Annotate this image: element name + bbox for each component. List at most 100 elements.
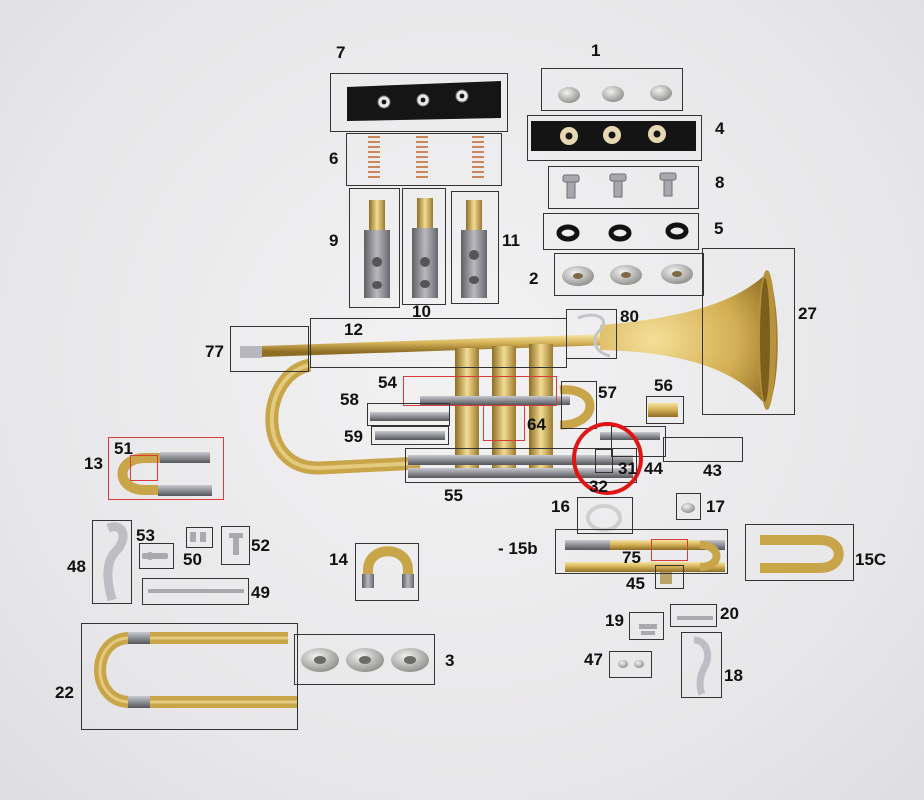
- label-19: 19: [605, 611, 624, 630]
- label-77: 77: [205, 342, 224, 361]
- part-box-20: [670, 604, 717, 627]
- nut-part-17: [681, 503, 695, 513]
- label-44: 44: [644, 459, 663, 478]
- label-64: 64: [527, 415, 546, 434]
- valve-springs-part-6: [368, 136, 484, 178]
- label-58: 58: [340, 390, 359, 409]
- part-box-64: [483, 405, 525, 441]
- part-box-9: [349, 188, 400, 308]
- felt-washers-part-4: [531, 121, 696, 151]
- rod-part-49: [148, 589, 244, 593]
- screws-part-8: [562, 172, 677, 199]
- label-14: 14: [329, 550, 348, 569]
- part-box-50: [186, 527, 213, 548]
- label-12: 12: [344, 320, 363, 339]
- label-51: 51: [114, 439, 133, 458]
- label-57: 57: [598, 383, 617, 402]
- label-2: 2: [529, 269, 539, 288]
- ring-part-16: [586, 504, 622, 532]
- part-box-10: [402, 188, 446, 305]
- label-54: 54: [378, 373, 397, 392]
- label-27: 27: [798, 304, 817, 323]
- label-47: 47: [584, 650, 603, 669]
- part-box-75: [651, 539, 688, 561]
- part-box-6: [346, 133, 502, 186]
- label-10: 10: [412, 302, 431, 321]
- part-box-77: [230, 326, 309, 372]
- part-box-16: [577, 497, 633, 534]
- part-box-54: [403, 376, 557, 406]
- part-box-18: [681, 632, 722, 698]
- part-box-57: [561, 381, 597, 429]
- label-31: 31: [618, 459, 637, 478]
- part-box-80: [566, 309, 617, 359]
- label-49: 49: [251, 583, 270, 602]
- part-box-45: [655, 565, 684, 589]
- part-box-43: [663, 437, 743, 462]
- part-box-53: [139, 543, 174, 569]
- part-box-15c: [745, 524, 854, 581]
- part-box-59: [371, 426, 449, 445]
- part-box-22: [81, 623, 298, 730]
- label-53: 53: [136, 526, 155, 545]
- valve-pistons-part-9-10-11: [364, 198, 487, 298]
- part-box-1: [541, 68, 683, 111]
- rubber-rings-part-5: [556, 222, 689, 242]
- label-22: 22: [55, 683, 74, 702]
- part-box-49: [142, 578, 249, 605]
- label-55: 55: [444, 486, 463, 505]
- label-48: 48: [67, 557, 86, 576]
- label-4: 4: [715, 119, 725, 138]
- part-box-48: [92, 520, 132, 604]
- slide-part-15b: [565, 540, 725, 572]
- label-6: 6: [329, 149, 339, 168]
- part-box-17: [676, 493, 701, 520]
- part-box-3: [294, 634, 435, 685]
- part-box-14: [355, 543, 419, 601]
- label-11: 11: [502, 231, 520, 250]
- slide-part-15c: [760, 535, 844, 573]
- part-box-56: [646, 396, 684, 424]
- label-32: 32: [589, 477, 608, 496]
- small-parts-50-52-53: [142, 532, 243, 560]
- valve-guides-part-7: [347, 81, 501, 121]
- part-box-11: [451, 191, 499, 304]
- label-3: 3: [445, 651, 455, 670]
- label-15c: 15C: [855, 550, 887, 569]
- label-1: 1: [591, 41, 601, 60]
- part-box-15b: [555, 529, 728, 574]
- tuning-slide-part-22: [94, 632, 298, 708]
- part-box-4: [527, 115, 702, 161]
- label-17: 17: [706, 497, 725, 516]
- valve-caps-part-2: [562, 264, 693, 286]
- part-box-51: [130, 455, 158, 481]
- part-box-5: [543, 213, 699, 250]
- felt-discs-part-1: [558, 85, 672, 103]
- label-50: 50: [183, 550, 202, 569]
- highlight-ring: [572, 422, 643, 495]
- part-box-58: [367, 403, 450, 426]
- part-box-27: [702, 248, 795, 415]
- part-box-8: [548, 166, 699, 209]
- label-13: 13: [84, 454, 103, 473]
- part-box-13: [108, 437, 224, 500]
- label-18: 18: [724, 666, 743, 685]
- label-7: 7: [336, 43, 346, 62]
- label-43: 43: [703, 461, 722, 480]
- part-box-7: [330, 73, 508, 132]
- crook-part-14: [363, 546, 413, 585]
- label-8: 8: [715, 173, 725, 192]
- part-45: [660, 572, 672, 584]
- part-box-47: [609, 651, 652, 678]
- label-75: 75: [622, 548, 641, 567]
- label-52: 52: [251, 536, 270, 555]
- part-box-19: [629, 612, 664, 640]
- part-box-2: [554, 253, 704, 296]
- part-56: [648, 403, 678, 417]
- label-9: 9: [329, 231, 339, 250]
- bottom-caps-part-3: [301, 648, 429, 672]
- label-45: 45: [626, 574, 645, 593]
- small-parts-18-19-20-47: [618, 616, 713, 696]
